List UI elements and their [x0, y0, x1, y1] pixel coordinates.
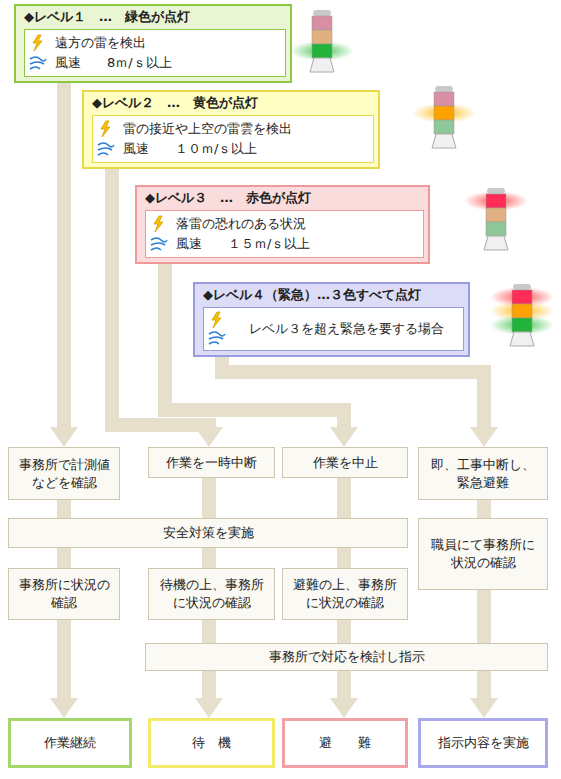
process-text: 作業を一時中断 — [166, 454, 257, 472]
process-box: 事務所で計測値などを確認 — [8, 447, 120, 500]
process-box: 待機の上、事務所に状況の確認 — [148, 568, 275, 620]
process-text: 安全対策を実施 — [163, 524, 254, 542]
process-box: 事務所で対応を検討し指示 — [145, 643, 548, 671]
light-tower — [464, 188, 528, 250]
wind-icon — [150, 235, 168, 253]
result-text: 作業継続 — [44, 734, 96, 752]
lightning-icon — [97, 120, 115, 138]
result-text: 指示内容を実施 — [438, 734, 529, 752]
lightning-icon — [208, 311, 226, 329]
result-box: 待 機 — [148, 718, 275, 768]
level-condition: 風速 １５ｍ/ｓ以上 — [176, 235, 310, 253]
flow-band — [57, 548, 71, 568]
process-box: 職員にて事務所に状況の確認 — [418, 518, 548, 590]
flow-band — [477, 500, 491, 518]
level-panel: ◆レベル３ … 赤色が点灯落雷の恐れのある状況風速 １５ｍ/ｓ以上 — [135, 185, 430, 264]
process-box: 事務所に状況の確認 — [8, 568, 120, 620]
level-condition: 落雷の恐れのある状況 — [176, 215, 306, 233]
level-panel: ◆レベル２ … 黄色が点灯雷の接近や上空の雷雲を検出風速 １０ｍ/ｓ以上 — [82, 90, 380, 169]
level-detail: レベル３を超え緊急を要する場合 — [203, 307, 464, 351]
wind-icon — [97, 140, 115, 158]
flow-band — [202, 671, 216, 702]
flow-band — [57, 83, 71, 431]
flow-band — [337, 620, 351, 643]
result-box: 作業継続 — [8, 718, 132, 768]
process-text: 作業を中止 — [313, 454, 378, 472]
process-text: 職員にて事務所に状況の確認 — [425, 536, 541, 571]
level-condition: レベル３を超え緊急を要する場合 — [234, 319, 459, 339]
process-box: 即、工事中断し、緊急避難 — [418, 447, 548, 500]
flow-band — [202, 478, 216, 518]
process-text: 待機の上、事務所に状況の確認 — [155, 576, 268, 611]
result-box: 避 難 — [282, 718, 408, 768]
process-text: 避難の上、事務所に状況の確認 — [289, 576, 401, 611]
level-condition: 風速 １０ｍ/ｓ以上 — [123, 140, 257, 158]
process-text: 事務所で計測値などを確認 — [15, 456, 113, 491]
lightning-icon — [150, 215, 168, 233]
level-heading: ◆レベル１ … 緑色が点灯 — [16, 6, 290, 29]
process-box: 避難の上、事務所に状況の確認 — [282, 568, 408, 620]
flow-band — [202, 548, 216, 568]
level-detail: 雷の接近や上空の雷雲を検出風速 １０ｍ/ｓ以上 — [92, 115, 374, 163]
flow-band — [477, 671, 491, 702]
result-text: 待 機 — [192, 734, 231, 752]
level-condition: 雷の接近や上空の雷雲を検出 — [123, 120, 292, 138]
level-heading: ◆レベル２ … 黄色が点灯 — [84, 92, 378, 115]
process-box: 安全対策を実施 — [8, 518, 408, 548]
light-tower — [490, 284, 554, 346]
process-text: 事務所に状況の確認 — [15, 576, 113, 611]
process-box: 作業を中止 — [282, 447, 408, 478]
wind-icon — [208, 329, 226, 347]
result-text: 避 難 — [319, 734, 371, 752]
level-condition: 遠方の雷を検出 — [55, 34, 146, 52]
flow-band — [222, 357, 484, 431]
process-box: 作業を一時中断 — [148, 447, 275, 478]
flow-band — [202, 620, 216, 643]
level-panel: ◆レベル４（緊急）…３色すべて点灯レベル３を超え緊急を要する場合 — [193, 282, 470, 357]
wind-icon — [29, 54, 47, 72]
level-detail: 落雷の恐れのある状況風速 １５ｍ/ｓ以上 — [145, 210, 424, 258]
flow-band — [477, 590, 491, 643]
level-heading: ◆レベル３ … 赤色が点灯 — [137, 187, 428, 210]
process-text: 事務所で対応を検討し指示 — [269, 648, 425, 666]
light-tower — [412, 86, 476, 148]
process-text: 即、工事中断し、緊急避難 — [425, 456, 541, 491]
flow-band — [337, 548, 351, 568]
flow-band — [57, 500, 71, 518]
light-tower — [290, 10, 354, 72]
level-panel: ◆レベル１ … 緑色が点灯遠方の雷を検出風速 8ｍ/ｓ以上 — [14, 4, 292, 83]
flow-band — [57, 620, 71, 702]
level-heading: ◆レベル４（緊急）…３色すべて点灯 — [195, 284, 468, 307]
result-box: 指示内容を実施 — [418, 718, 548, 768]
flow-band — [337, 671, 351, 702]
level-condition: 風速 8ｍ/ｓ以上 — [55, 54, 172, 72]
level-detail: 遠方の雷を検出風速 8ｍ/ｓ以上 — [24, 29, 286, 77]
lightning-icon — [29, 34, 47, 52]
flow-band — [337, 478, 351, 518]
